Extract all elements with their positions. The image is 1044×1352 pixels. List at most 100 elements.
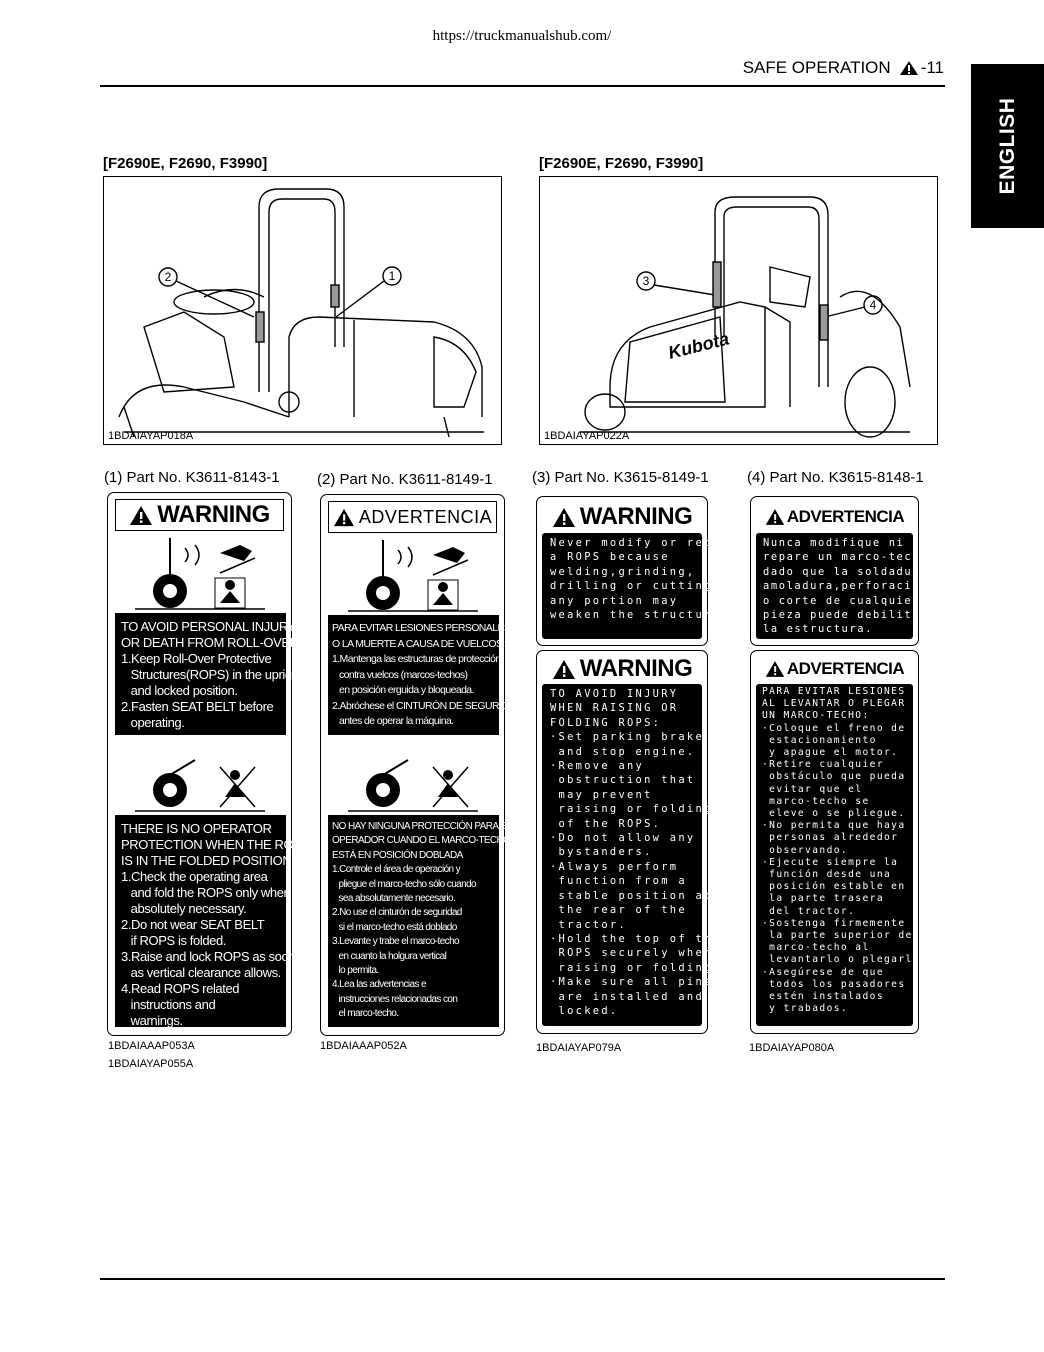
source-url: https://truckmanualshub.com/ xyxy=(432,28,612,44)
label-2-block-2-line: si el marco-techo está doblado xyxy=(332,921,458,933)
label-2-block-1-line: antes de operar la máquina. xyxy=(332,715,454,727)
label-3-heading-bar-1: WARNING xyxy=(542,502,702,532)
label-3-block-2-line: tractor. xyxy=(550,918,628,931)
figure-1-code: 1BDAIAYAP018A xyxy=(108,430,194,442)
label-4-block-2-line: UN MARCO-TECHO: xyxy=(762,710,870,722)
label-3-block-2-line: may prevent xyxy=(550,788,653,801)
label-1-block-2-line: 3.Raise and lock ROPS as soon xyxy=(121,949,296,964)
figure-2-code: 1BDAIAYAP022A xyxy=(544,430,630,442)
label-2-block-2-line: 4.Lea las advertencias e xyxy=(332,979,427,991)
label-4-block-2-line: ·Ejecute siempre la xyxy=(762,856,899,868)
label-4-block-2-line: AL LEVANTAR O PLEGAR xyxy=(762,698,906,710)
label-1-block-1-line: operating. xyxy=(121,715,185,730)
label-4-part-number: (4) Part No. K3615-8148-1 xyxy=(747,469,924,486)
label-4-block-2-line: levantarlo o plegarlo. xyxy=(762,954,928,966)
label-3-block-2-line: TO AVOID INJURY xyxy=(550,688,679,700)
label-2-advertencia-decal: ADVERTENCIA PARA EVITAR LESIONES PERSONA… xyxy=(320,494,522,1036)
language-tab: ENGLISH xyxy=(971,64,1044,228)
label-3-block-1-line: welding,grinding, xyxy=(550,565,696,578)
label-3-code: 1BDAIAYAP079A xyxy=(536,1042,622,1054)
warning-triangle-icon xyxy=(130,505,153,525)
label-3-part-number: (3) Part No. K3615-8149-1 xyxy=(532,469,709,486)
callout-3: 3 xyxy=(643,274,650,288)
label-3-block-1-line: Never modify or repair xyxy=(550,537,739,549)
label-3-block-2-line: obstruction that xyxy=(550,774,696,787)
label-2-block-2-line: OPERADOR CUANDO EL MARCO-TECHO xyxy=(332,835,511,847)
label-3-block-2-line: of the ROPS. xyxy=(550,817,662,830)
label-3-block-2-line: WHEN RAISING OR xyxy=(550,702,679,715)
label-2-block-2: NO HAY NINGUNA PROTECCIÓN PARA EL OPERADO… xyxy=(328,815,512,1027)
callout-4: 4 xyxy=(870,298,877,312)
label-4-block-2-line: del tractor. xyxy=(762,905,856,917)
label-2-heading-bar: ADVERTENCIA xyxy=(328,501,497,533)
label-3-top-decal: WARNING Never modify or repair a ROPS bec… xyxy=(536,496,739,646)
label-1-code-b: 1BDAIAYAP055A xyxy=(108,1058,194,1070)
label-4-block-2-line: la parte trasera xyxy=(762,893,884,905)
figure-1-models: [F2690E, F2690, F3990] xyxy=(103,155,268,172)
label-4-code: 1BDAIAYAP080A xyxy=(749,1042,835,1054)
label-4-block-2-line: observando. xyxy=(762,844,849,856)
label-2-block-2-line: 3.Levante y trabe el marco-techo xyxy=(332,936,460,948)
label-3-block-1-line: a ROPS because xyxy=(550,551,670,564)
rops-upright-pictogram xyxy=(328,535,499,613)
kubota-brand: Kubota xyxy=(666,328,731,362)
label-4-block-2-line: función desde una xyxy=(762,869,892,881)
label-3-block-2-line: are installed and xyxy=(550,990,705,1003)
label-1-block-2-line: warnings. xyxy=(121,1013,183,1028)
label-2-block-2-line: el marco-techo. xyxy=(332,1008,400,1020)
label-2-heading: ADVERTENCIA xyxy=(358,506,493,527)
label-1-block-1-line: TO AVOID PERSONAL INJURY xyxy=(121,619,296,634)
warning-triangle-icon xyxy=(552,507,575,527)
label-4-block-2-line: y apague el motor. xyxy=(762,747,899,759)
label-3-block-2-line: FOLDING ROPS: xyxy=(550,716,662,729)
label-4-block-1-line: repare un marco-techo xyxy=(763,551,928,564)
label-2-block-2-line: 1.Controle el área de operación y xyxy=(332,864,461,876)
label-4-block-1-line: pieza puede debilitar xyxy=(763,609,928,622)
label-4-block-2-line: ·No permita que haya xyxy=(762,820,906,832)
label-3-block-2-line: locked. xyxy=(550,1004,619,1017)
label-1-block-2-line: 2.Do not wear SEAT BELT xyxy=(121,917,265,932)
label-3-block-2-line: ·Hold the top of the xyxy=(550,932,722,945)
figure-2-models: [F2690E, F2690, F3990] xyxy=(539,155,704,172)
label-4-block-2-line: marco-techo se xyxy=(762,795,870,807)
rops-folded-pictogram xyxy=(328,735,499,813)
label-2-block-1-line: O LA MUERTE A CAUSA DE VUELCOS: xyxy=(332,637,505,650)
label-2-block-1-line: en posición erguida y bloqueada. xyxy=(332,684,475,696)
label-4-block-2-line: ·Retire cualquier xyxy=(762,759,884,771)
label-4-block-2-line: todos los pasadores xyxy=(762,978,906,990)
label-3-block-1-line: weaken the structure. xyxy=(550,609,730,622)
label-4-heading-1: ADVERTENCIA xyxy=(786,507,905,526)
label-2-block-2-line: lo permita. xyxy=(332,965,380,977)
section-title: SAFE OPERATION xyxy=(742,58,891,77)
label-2-block-2-line: NO HAY NINGUNA PROTECCIÓN PARA EL xyxy=(332,821,512,832)
label-1-block-1-line: and locked position. xyxy=(121,683,238,698)
label-1-block-1-line: 1.Keep Roll-Over Protective xyxy=(121,651,272,666)
label-1-block-1-line: Structures(ROPS) in the upright xyxy=(121,667,303,682)
label-1-block-2-line: absolutely necessary. xyxy=(121,901,247,916)
label-4-block-2-line: ·Coloque el freno de xyxy=(762,722,906,734)
label-1-block-2-line: and fold the ROPS only when xyxy=(121,885,291,900)
label-4-block-2-line: personas alrededor xyxy=(762,832,899,844)
label-3-block-2-line: bystanders. xyxy=(550,846,653,859)
label-3-block-2-line: ·Set parking brake xyxy=(550,731,705,744)
label-3-block-2-line: raising or folding. xyxy=(550,961,722,974)
label-2-block-1-line: PARA EVITAR LESIONES PERSONALES xyxy=(332,622,511,634)
label-4-block-2-line: evitar que el xyxy=(762,783,863,795)
label-3-heading-bar-2: WARNING xyxy=(542,654,702,684)
label-2-block-2-line: 2.No use el cinturón de seguridad xyxy=(332,907,462,919)
label-2-block-1-line: contra vuelcos (marcos-techos) xyxy=(332,668,468,681)
label-2-block-2-line: en cuanto la holgura vertical xyxy=(332,950,447,962)
label-3-block-2-line: ·Do not allow any xyxy=(550,832,696,845)
label-4-block-2-line: estacionamiento xyxy=(762,734,877,746)
label-1-block-2-line: PROTECTION WHEN THE ROPS xyxy=(121,837,310,852)
callout-1: 1 xyxy=(389,269,396,283)
label-2-block-2-line: pliegue el marco-techo sólo cuando xyxy=(332,878,477,890)
label-2-block-1-line: 1.Mantenga las estructuras de protección xyxy=(332,653,501,665)
label-1-block-2-line: IS IN THE FOLDED POSITION. xyxy=(121,853,295,868)
